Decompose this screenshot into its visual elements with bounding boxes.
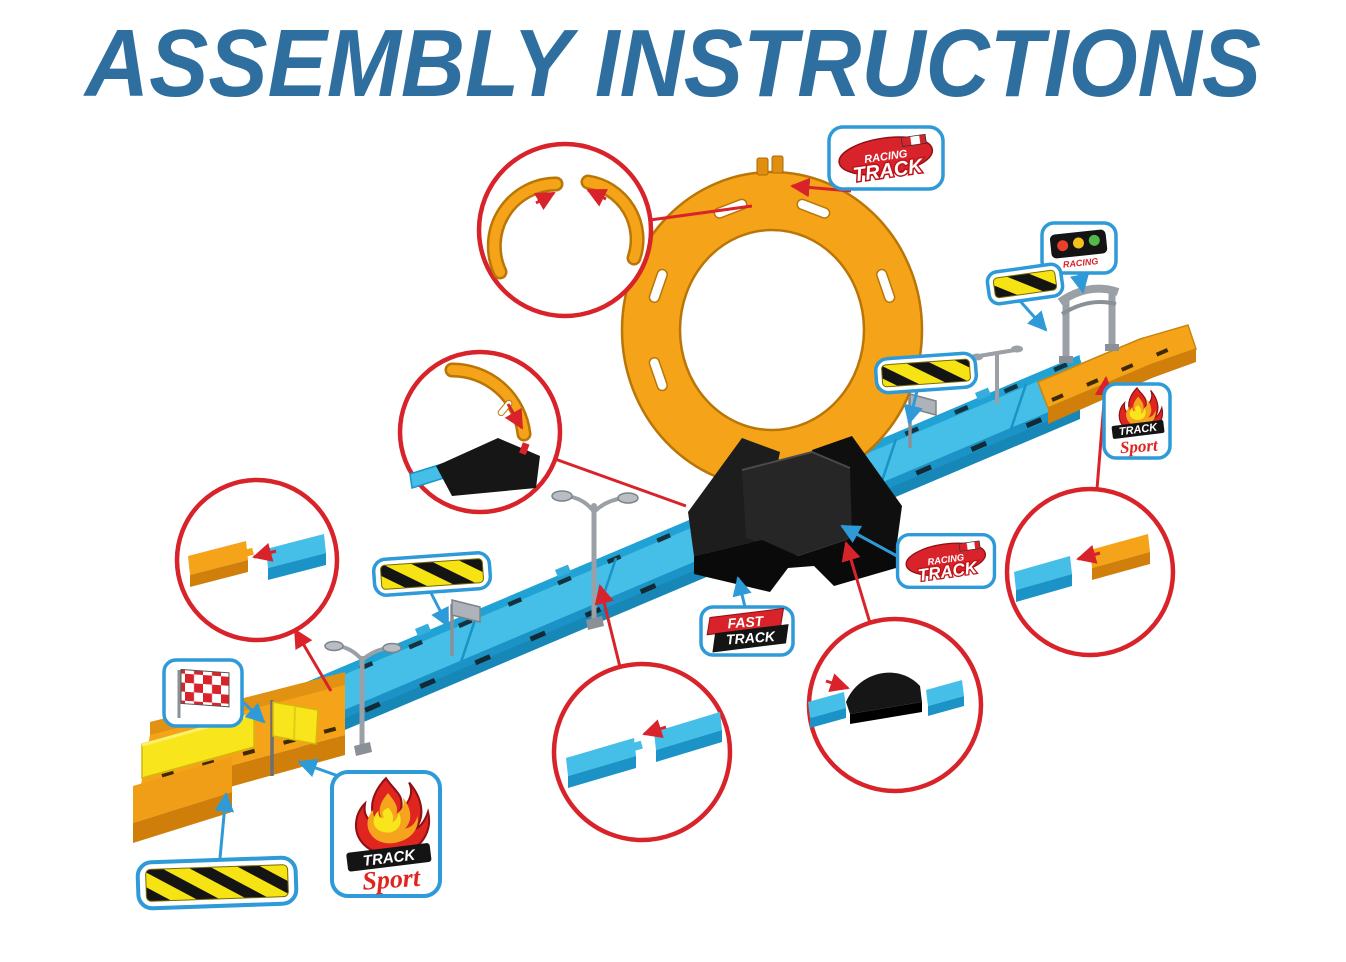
leader-hazard-2 <box>903 390 923 425</box>
detail-callout-track-to-ramp <box>1004 486 1176 658</box>
svg-text:FAST: FAST <box>727 613 765 632</box>
hazard-badge-1 <box>985 262 1065 306</box>
arrow-icon <box>1076 544 1101 564</box>
arrow-icon <box>252 542 277 562</box>
loop-ring <box>620 170 924 490</box>
leader-fast-track <box>732 576 752 608</box>
hazard-stripe-icon <box>145 864 289 902</box>
leader-hazard-1 <box>1018 299 1048 332</box>
track-near-edge <box>298 399 1082 737</box>
street-lamp-2 <box>324 640 402 756</box>
traffic-light-icon: RACING <box>1049 229 1108 270</box>
detail-callout-loop-to-base <box>397 349 563 515</box>
loop-top-clip <box>756 155 784 176</box>
loop <box>620 155 924 490</box>
street-lamp-1 <box>551 490 639 630</box>
hazard-stripe-icon <box>380 558 484 590</box>
detail-callout-loop-strips <box>476 141 654 319</box>
track-sport-badge-left: TRACK Sport <box>330 770 442 898</box>
hazard-stripe-icon <box>881 358 971 388</box>
svg-text:RACING: RACING <box>1062 256 1098 270</box>
page-title: ASSEMBLY INSTRUCTIONS <box>83 10 1261 117</box>
traffic-light-badge: RACING <box>1040 221 1118 275</box>
racing-track-logo: RACING TRACK <box>827 125 945 191</box>
detail-callout-ramp-to-track <box>174 477 340 643</box>
checkered-flag-icon <box>958 540 981 552</box>
fast-track-badge: FAST TRACK <box>699 605 795 657</box>
svg-text:Sport: Sport <box>1119 436 1159 458</box>
leader-hazard-4 <box>214 792 235 859</box>
svg-text:TRACK: TRACK <box>1118 422 1159 439</box>
svg-text:Sport: Sport <box>361 863 421 896</box>
leader-traffic-light <box>1069 271 1090 294</box>
arrow-icon <box>825 673 850 692</box>
leader-callout-a <box>649 204 753 222</box>
leader-callout-b <box>554 457 687 508</box>
start-ramp-dashes <box>161 726 339 778</box>
svg-text:TRACK: TRACK <box>362 847 417 870</box>
hazard-badge-4 <box>135 855 299 911</box>
hazard-badge-3 <box>371 551 493 597</box>
leader-hazard-3 <box>429 592 450 628</box>
hazard-badge-2 <box>873 351 979 395</box>
leader-racing-small <box>840 524 898 558</box>
start-flag <box>270 700 319 776</box>
leader-checkered-flag <box>241 700 266 724</box>
detail-callout-jump-ramp <box>806 616 984 794</box>
launch-pad-front <box>133 792 232 843</box>
checkered-flag-badge <box>162 658 244 728</box>
finish-ramp-dashes <box>1051 340 1187 402</box>
sign-post-1 <box>450 599 481 656</box>
leader-callout-c <box>293 628 333 692</box>
launch-pad-surface <box>133 757 232 823</box>
checkered-flag-icon <box>177 668 230 718</box>
leader-callout-d <box>594 584 622 668</box>
arrow-icon <box>504 403 524 430</box>
track-surface <box>300 355 1080 737</box>
svg-text:TRACK: TRACK <box>725 628 776 647</box>
racing-track-logo-small: RACING TRACK <box>895 532 997 590</box>
arrow-icon <box>533 191 556 211</box>
arrow-icon <box>642 719 667 738</box>
checkered-flag-icon <box>900 133 927 148</box>
leader-callout-e <box>841 541 872 624</box>
track-sport-badge-right: TRACK Sport <box>1102 382 1172 460</box>
arrow-icon <box>586 188 609 207</box>
detail-callout-track-joint <box>551 661 733 843</box>
hazard-stripe-icon <box>992 269 1058 299</box>
